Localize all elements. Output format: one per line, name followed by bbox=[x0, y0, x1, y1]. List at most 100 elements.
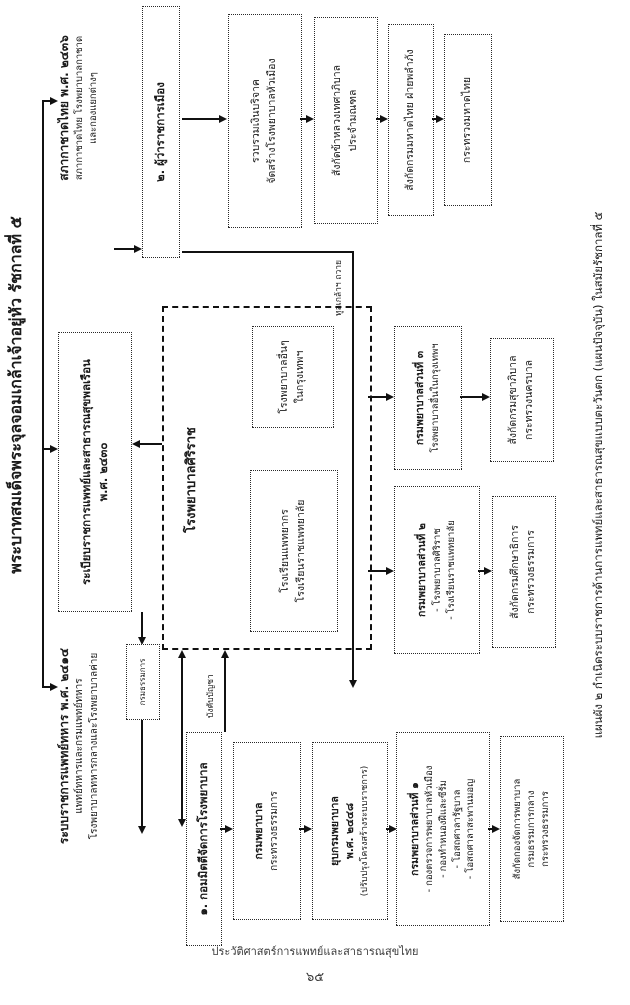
dept-c2-line3: (ปรับปรุงโครงสร้างระบบราชการ) bbox=[360, 765, 370, 897]
governor-arrow-3 bbox=[380, 115, 388, 123]
division3-line1: กรมพยาบาลส่วนที่ ๓ bbox=[414, 350, 426, 446]
dept-c2-line2: พ.ศ. ๒๔๔๘ bbox=[344, 802, 357, 860]
governor-arrow-4 bbox=[436, 115, 444, 123]
other-hospitals-box: โรงพยาบาลอื่นๆ ในกรุงเทพฯ bbox=[252, 326, 334, 428]
redcross-heading: สภากาชาดไทย พ.ศ. ๒๔๓๖ bbox=[57, 35, 71, 181]
flowchart-rotated: พระบาทสมเด็จพระจุลจอมเกล้าเจ้าอยู่หัว รั… bbox=[6, 6, 605, 946]
division3-box: กรมพยาบาลส่วนที่ ๓ โรงพยาบาลอื่นในกรุงเท… bbox=[394, 326, 462, 470]
division2-line3: - โรงเรียนราชแพทยาลัย bbox=[445, 520, 457, 620]
school-line1: โรงเรียนแพทยากร bbox=[279, 509, 292, 593]
committee-label: ๑. กอมมิตตีจัดการโรงพยาบาล bbox=[196, 762, 211, 916]
committee-siriraj-arrow-right bbox=[177, 650, 186, 658]
governor-head-label: ๒. ผู้ว่าราชการเมือง bbox=[153, 82, 168, 182]
siriraj-to-regulation-line bbox=[140, 443, 162, 445]
regulation-2430-box: ระเบียบราชการแพทย์และสาธารณสุขพลเรือน พ.… bbox=[58, 332, 132, 612]
division3-next1: สังกัดกรมสุขาภิบาล bbox=[507, 355, 520, 445]
division2-box: กรมพยาบาลส่วนที่ ๒ - โรงพยาบาลศิริราช - … bbox=[394, 486, 480, 654]
chart-title: พระบาทสมเด็จพระจุลจอมเกล้าเจ้าอยู่หัว รั… bbox=[6, 216, 25, 574]
school-line2: โรงเรียนราชแพทยาลัย bbox=[295, 499, 307, 603]
footer-book-title: ประวัติศาสตร์การแพทย์และสาธารณสุขไทย bbox=[211, 946, 419, 958]
redcross-to-governor-line bbox=[114, 248, 136, 250]
div2-arrow-1 bbox=[484, 567, 492, 575]
division2-next2: กระทรวงธรรมการ bbox=[525, 530, 537, 614]
committee-box: ๑. กอมมิตตีจัดการโรงพยาบาล bbox=[186, 732, 222, 946]
military-sub2: โรงพยาบาลทหารกลางและโรงพยาบาลค่าย bbox=[88, 652, 100, 840]
dept-c1-line1: กรมพยาบาล bbox=[252, 802, 265, 860]
military-sub1: แพทย์ทหารและกรมแพทย์ทหาร bbox=[74, 678, 86, 814]
other-line1: โรงพยาบาลอื่นๆ bbox=[278, 340, 291, 414]
governor-box-thesaphiban: สังกัดข้าหลวงเทศาภิบาล ประจำมณฑล bbox=[314, 17, 378, 224]
footer-page-number: ๖๕ bbox=[305, 969, 325, 984]
dept-c3-line1: กรมพยาบาลส่วนที่ ๑ bbox=[408, 782, 421, 876]
governor-box-donations: รวบรวมเงินบริจาค จัดสร้างโรงพยาบาลหัวเมื… bbox=[228, 14, 302, 228]
div2-arrow-0 bbox=[386, 567, 394, 575]
figure-caption: แผนผัง ๒ กำเนิดระบบราชการด้านการแพทย์และ… bbox=[591, 211, 605, 739]
division2-line2: - โรงพยาบาลศิริราช bbox=[431, 528, 443, 612]
bangkhap-arrowhead bbox=[220, 650, 229, 658]
dept-arrow-1 bbox=[304, 825, 312, 833]
thesaphiban-line1: สังกัดข้าหลวงเทศาภิบาล bbox=[331, 64, 344, 177]
bangkhap-label: บังคับบัญชา bbox=[206, 654, 218, 718]
governor-box-mahatthai-ministry: กระทรวงมหาดไทย bbox=[444, 34, 492, 206]
governor-head-box: ๒. ผู้ว่าราชการเมือง bbox=[142, 6, 180, 258]
div3-arrow-1 bbox=[482, 393, 490, 401]
dept-c3-line5: - โอสถศาลาสะพานมอญ bbox=[465, 778, 477, 880]
div3-arrow-0 bbox=[386, 393, 394, 401]
dept-c1-line2: กระทรวงธรรมการ bbox=[269, 791, 281, 871]
dept-c4-line1: สังกัดกองจัดการพยาบาล bbox=[511, 778, 523, 880]
division3-line2: โรงพยาบาลอื่นในกรุงเทพฯ bbox=[429, 343, 441, 453]
small-to-left-line bbox=[141, 720, 143, 826]
division3-ministry-box: สังกัดกรมสุขาภิบาล กระทรวงนครบาล bbox=[490, 338, 554, 462]
medical-school-box: โรงเรียนแพทยากร โรงเรียนราชแพทยาลัย bbox=[250, 470, 338, 632]
mahatthai-dept-label: สังกัดกรมมหาดไทย ฝ่ายพลำภัง bbox=[404, 49, 417, 191]
dept-arrow-0 bbox=[225, 825, 233, 833]
div3-conn-1 bbox=[460, 396, 484, 398]
governor-box-mahatthai-dept: สังกัดกรมมหาดไทย ฝ่ายพลำภัง bbox=[388, 24, 434, 216]
dept-phayaban-box: กรมพยาบาล กระทรวงธรรมการ bbox=[233, 742, 301, 920]
div2-conn-0 bbox=[368, 570, 388, 572]
thesaphiban-line2: ประจำมณฑล bbox=[347, 89, 359, 152]
tulklao-arrowhead bbox=[348, 680, 357, 688]
thammakan-small-box: กรมธรรมการ bbox=[126, 644, 160, 720]
dept-c3-line3: - กองทำหนองฝีและซีรั่ม bbox=[437, 780, 449, 878]
dept-c2-line1: ยุบกรมพยาบาล bbox=[328, 796, 341, 866]
thammakan-label: กรมธรรมการ bbox=[138, 658, 147, 706]
dept-affiliation-box: สังกัดกองจัดการพยาบาล กรมธรรมการกลาง กระ… bbox=[500, 736, 564, 922]
donations-line2: จัดสร้างโรงพยาบาลหัวเมือง bbox=[266, 58, 278, 184]
dept-c3-line2: - กองตรวจการพยาบาลหัวเมือง bbox=[424, 765, 436, 893]
other-line2: ในกรุงเทพฯ bbox=[294, 350, 306, 404]
dept-c4-line3: กระทรวงธรรมการ bbox=[540, 791, 552, 867]
donations-line1: รวบรวมเงินบริจาค bbox=[250, 79, 263, 163]
military-heading: ระบบราชการแพทย์ทหาร พ.ศ. ๒๔๑๔ bbox=[57, 647, 71, 845]
dept-division1-box: กรมพยาบาลส่วนที่ ๑ - กองตรวจการพยาบาลหัว… bbox=[396, 732, 490, 926]
arrowhead-to-governor bbox=[134, 245, 142, 253]
committee-siriraj-arrow-left bbox=[177, 819, 186, 827]
governor-arrow-2 bbox=[306, 115, 314, 123]
division2-line1: กรมพยาบาลส่วนที่ ๒ bbox=[415, 523, 428, 617]
redcross-sub1: สภากาชาดไทย โรงพยาบาลกาชาด bbox=[74, 35, 86, 181]
bangkhap-line bbox=[224, 656, 226, 732]
dept-c4-line2: กรมธรรมการกลาง bbox=[525, 790, 537, 868]
small-to-left-arrowhead bbox=[137, 826, 146, 834]
regulation-line2: พ.ศ. ๒๔๓๐ bbox=[96, 442, 110, 502]
arrowhead-up-regulation bbox=[132, 440, 140, 448]
dept-dissolve-box: ยุบกรมพยาบาล พ.ศ. ๒๔๔๘ (ปรับปรุงโครงสร้า… bbox=[312, 742, 388, 920]
division2-ministry-box: สังกัดกรมศึกษาธิการ กระทรวงธรรมการ bbox=[492, 496, 556, 648]
governor-conn-1 bbox=[182, 118, 220, 120]
dept-c3-line4: - โอสถศาลารัฐบาล bbox=[451, 789, 463, 869]
arrowhead-to-regulation bbox=[50, 445, 58, 453]
committee-siriraj-line bbox=[181, 656, 183, 820]
dept-arrow-3 bbox=[492, 825, 500, 833]
redcross-sub2: และกองแยกต่างๆ bbox=[88, 72, 100, 144]
division2-next1: สังกัดกรมศึกษาธิการ bbox=[509, 525, 522, 619]
mahatthai-ministry-label: กระทรวงมหาดไทย bbox=[461, 76, 474, 164]
redcross-group: สภากาชาดไทย พ.ศ. ๒๔๓๖ สภากาชาดไทย โรงพยา… bbox=[56, 8, 101, 208]
reg-to-small-line bbox=[141, 612, 143, 638]
governor-arrow-1 bbox=[219, 115, 227, 123]
tulklao-vline bbox=[182, 251, 354, 253]
spine-line bbox=[42, 100, 44, 688]
div3-conn-0 bbox=[368, 396, 388, 398]
military-group: ระบบราชการแพทย์ทหาร พ.ศ. ๒๔๑๔ แพทย์ทหารแ… bbox=[56, 620, 102, 872]
regulation-line1: ระเบียบราชการแพทย์และสาธารณสุขพลเรือน bbox=[78, 359, 93, 585]
